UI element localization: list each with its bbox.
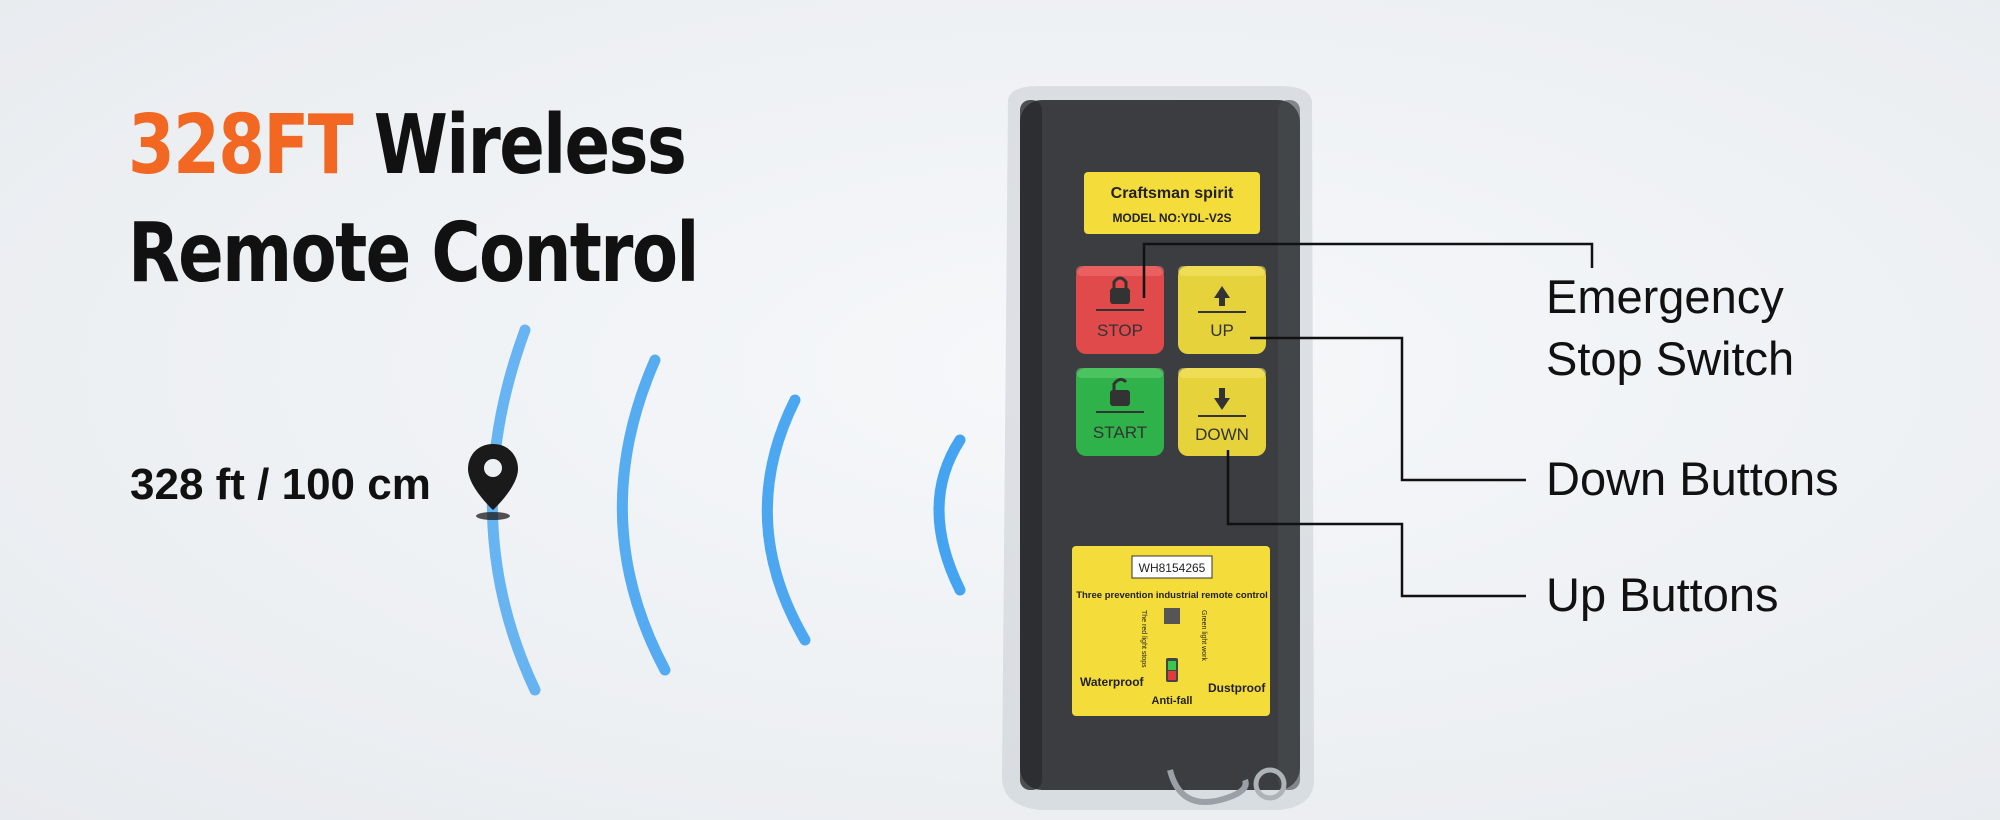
key-ring [1167,769,1249,805]
antifall-text: Anti-fall [1152,695,1193,707]
callout-emergency-line2: Stop Switch [1546,332,1795,385]
remote-control: Craftsman spirit MODEL NO:YDL-V2S STOP U… [1002,86,1314,810]
up-label: UP [1210,321,1234,340]
model-text: MODEL NO:YDL-V2S [1112,211,1231,225]
down-label: DOWN [1195,425,1249,444]
arrow-up-icon [1214,286,1230,306]
status-indicator [1164,608,1180,624]
stop-button[interactable]: STOP [1076,266,1164,354]
lock-icon [1110,288,1130,304]
callout-emergency-line1: Emergency [1546,270,1784,323]
arrow-down-icon [1214,388,1230,410]
start-button[interactable]: START [1076,368,1164,456]
stop-label: STOP [1097,321,1143,340]
brand-label [1084,172,1260,234]
callout-down-buttons: Down Buttons [1546,452,1839,505]
callout-line-emergency [1142,242,1594,298]
waterproof-text: Waterproof [1080,675,1145,689]
green-light-text: Green light work [1200,610,1207,661]
location-pin-icon [468,444,518,520]
callout-up-buttons: Up Buttons [1546,568,1779,621]
headline-rest: Wireless Remote Control [128,98,699,301]
start-label: START [1093,423,1147,442]
headline-accent: 328FT [128,98,354,193]
signal-wave-2 [761,394,811,646]
brand-text: Craftsman spirit [1111,185,1234,202]
panel-title: Three prevention industrial remote contr… [1076,590,1268,601]
callout-line-down [1250,336,1526,482]
serial-number: WH8154265 [1139,561,1206,575]
info-panel [1072,546,1270,716]
callout-line-up [1226,450,1526,598]
signal-wave-1 [933,434,966,596]
red-light-text: The red light stops [1140,610,1147,668]
distance-label: 328 ft / 100 cm [130,460,431,509]
signal-wave-3 [616,354,671,676]
headline: 328FT Wireless Remote Control [128,92,981,308]
dustproof-text: Dustproof [1208,681,1266,695]
up-button[interactable]: UP [1178,266,1266,354]
unlock-icon [1110,390,1130,406]
down-button[interactable]: DOWN [1178,368,1266,456]
